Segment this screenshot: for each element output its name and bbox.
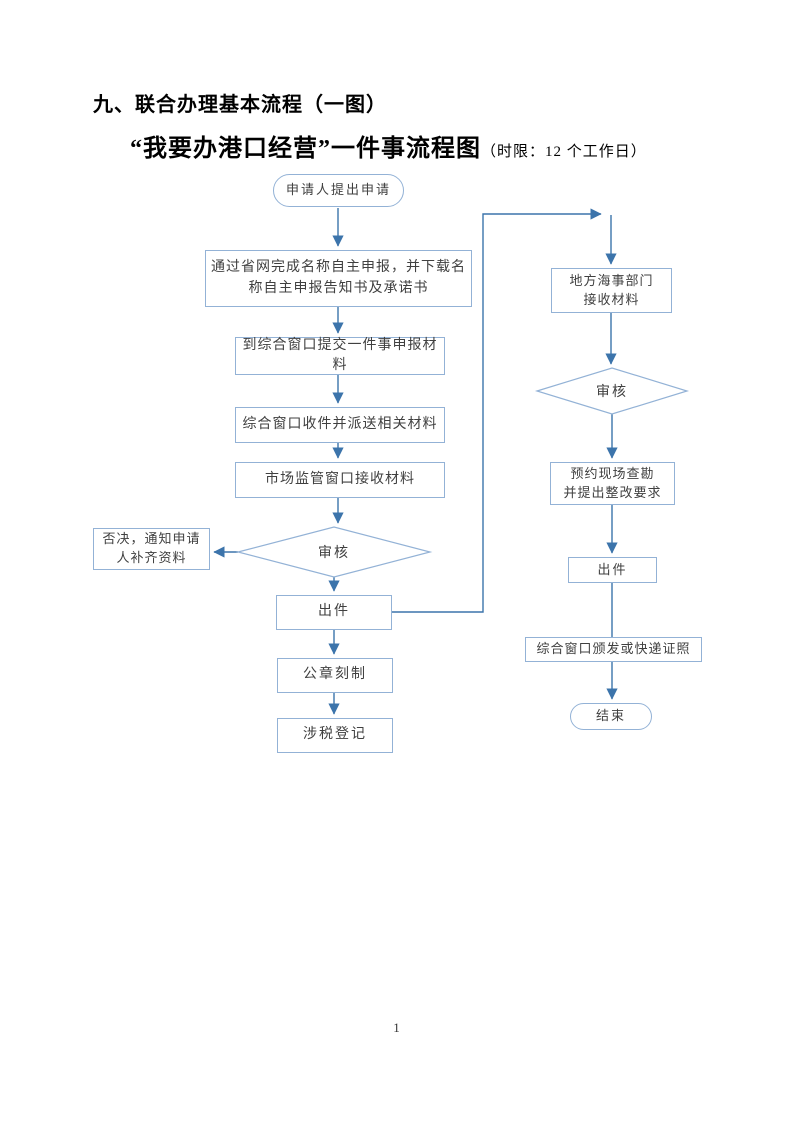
- market-receive-box: 市场监管窗口接收材料: [235, 462, 445, 498]
- seal-engraving-box: 公章刻制: [277, 658, 393, 693]
- review-label-left: 审核: [318, 546, 350, 561]
- end-terminator: 结束: [570, 703, 652, 730]
- review-diamond-right: [534, 367, 690, 415]
- review-diamond-left: [235, 526, 433, 578]
- connector-issue-to-right-column: [392, 208, 602, 613]
- flowchart-title-note: （时限：12 个工作日）: [481, 144, 647, 160]
- review-label-right: 审核: [596, 385, 628, 400]
- deliver-license-box: 综合窗口颁发或快递证照: [525, 637, 702, 662]
- maritime-receive-box: 地方海事部门 接收材料: [551, 268, 672, 313]
- section-heading: 九、联合办理基本流程（一图）: [93, 94, 387, 116]
- dispatch-box: 综合窗口收件并派送相关材料: [235, 407, 445, 443]
- flowchart-title: “我要办港口经营”一件事流程图（时限：12 个工作日）: [130, 128, 647, 163]
- site-survey-box: 预约现场查勘 并提出整改要求: [550, 462, 675, 505]
- issue-box-right: 出件: [568, 557, 657, 583]
- submit-materials-box: 到综合窗口提交一件事申报材 料: [235, 337, 445, 375]
- declare-box: 通过省网完成名称自主申报，并下载名 称自主申报告知书及承诺书: [205, 250, 472, 307]
- tax-registration-box: 涉税登记: [277, 718, 393, 753]
- reject-notify-box: 否决，通知申请 人补齐资料: [93, 528, 210, 570]
- start-terminator: 申请人提出申请: [273, 174, 404, 207]
- page-number: 1: [393, 1020, 400, 1035]
- flowchart-title-main: “我要办港口经营”一件事流程图: [130, 136, 481, 162]
- issue-box-left: 出件: [276, 595, 392, 630]
